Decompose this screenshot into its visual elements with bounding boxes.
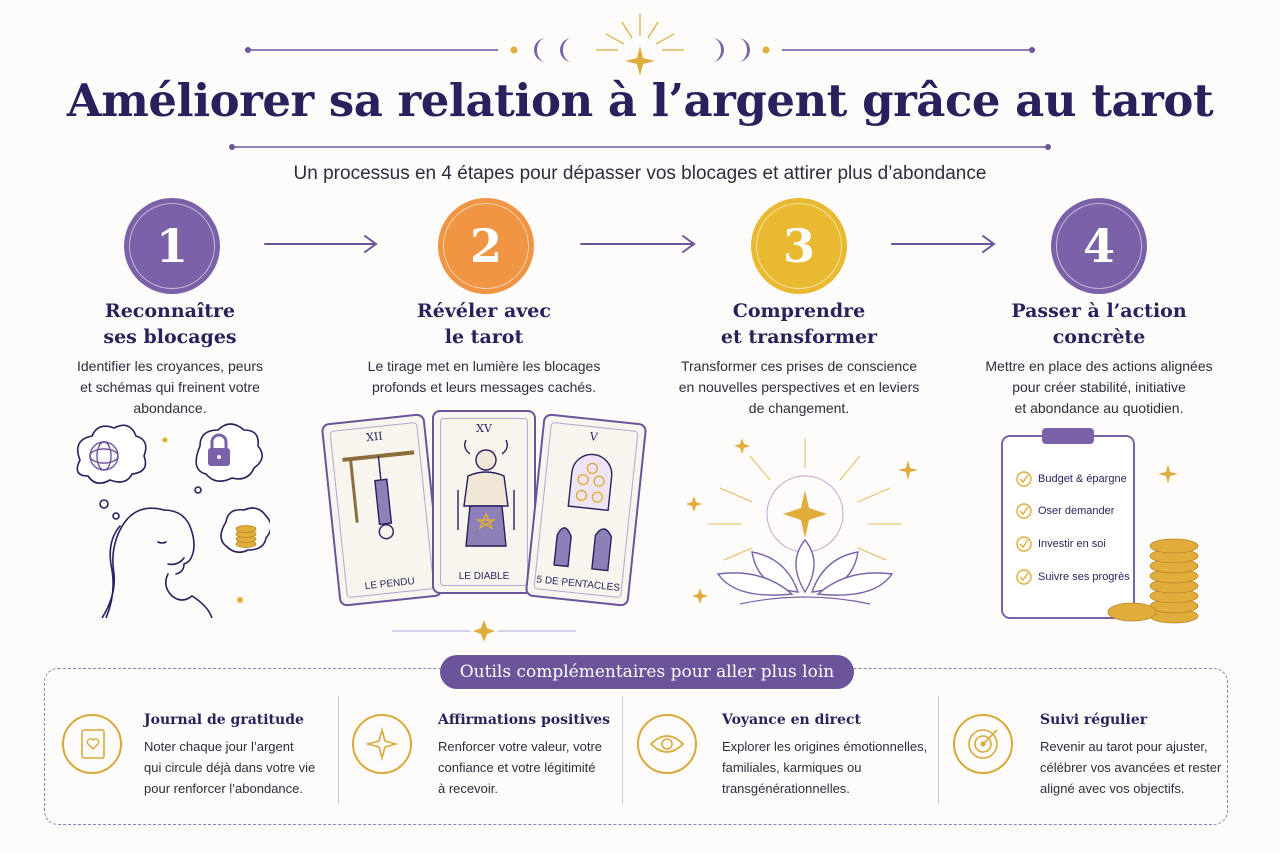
checklist-item: Oser demander — [1038, 505, 1115, 517]
tool-description: Revenir au tarot pour ajuster,célébrer v… — [1040, 739, 1222, 796]
tool-title: Journal de gratitude — [144, 712, 304, 728]
header-ornament — [229, 14, 1051, 150]
clipboard-illustration — [1001, 428, 1199, 624]
tool-title: Affirmations positives — [438, 712, 611, 728]
page-subtitle: Un processus en 4 étapes pour dépasser v… — [293, 163, 987, 184]
tool-divider — [338, 696, 339, 804]
target-icon — [953, 714, 1013, 774]
checklist-item: Investir en soi — [1038, 538, 1106, 550]
step-3-number: 3 — [751, 198, 847, 294]
journal-heart-icon — [62, 714, 122, 774]
tool-divider — [622, 696, 623, 804]
tarot-card-5-de-pentacles: V 5 DE PENTACLES — [524, 413, 648, 607]
checklist-item: Budget & épargne — [1038, 473, 1127, 485]
page-title: Améliorer sa relation à l’argent grâce a… — [66, 74, 1214, 127]
lotus-star-illustration — [686, 438, 918, 605]
thinking-woman-illustration — [76, 423, 270, 618]
step-4-number: 4 — [1051, 198, 1147, 294]
step-2-number: 2 — [438, 198, 534, 294]
cards-sparkle-divider — [392, 620, 576, 642]
tools-panel-label: Outils complémentaires pour aller plus l… — [440, 655, 854, 689]
eye-icon — [637, 714, 697, 774]
tarot-card-le-diable: XV LE DIABLE — [432, 410, 536, 594]
tool-title: Suivi régulier — [1040, 712, 1148, 728]
sparkle-icon — [352, 714, 412, 774]
tool-description: Explorer les origines émotionnelles,fami… — [722, 739, 928, 796]
step-arrows — [264, 235, 996, 253]
step-1-number: 1 — [124, 198, 220, 294]
tool-title: Voyance en direct — [722, 712, 861, 728]
tarot-card-le-pendu: XII LE PENDU — [320, 413, 444, 607]
checklist-item: Suivre ses progrès — [1038, 571, 1130, 583]
tool-divider — [938, 696, 939, 804]
